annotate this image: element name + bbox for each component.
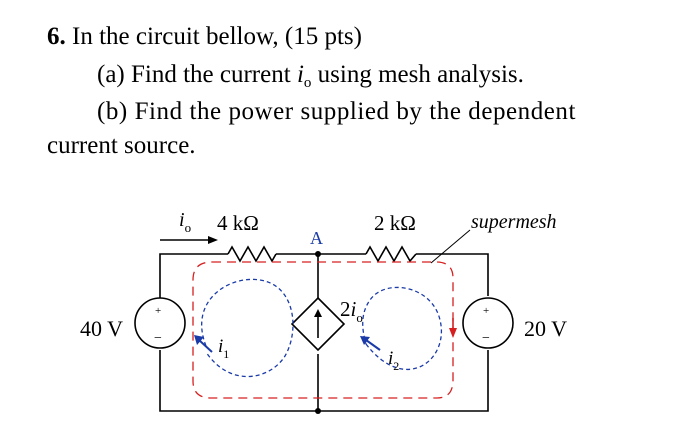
resistor-4k xyxy=(227,245,277,263)
supermesh-arrow xyxy=(449,318,457,338)
supermesh-loop xyxy=(192,261,454,399)
question-intro: In the circuit bellow, (15 pts) xyxy=(72,23,362,50)
mesh1-arrow xyxy=(194,335,213,353)
node-a-label: A xyxy=(310,228,323,248)
mesh2-loop xyxy=(362,286,443,370)
source-40v-label: 40 V xyxy=(80,316,123,341)
dependent-current-source xyxy=(290,296,346,352)
mesh1-loop xyxy=(201,278,294,378)
voltage-source-40v: + − xyxy=(134,297,186,349)
voltage-source-20v: + − xyxy=(462,297,514,349)
source-20v-label: 20 V xyxy=(524,316,567,341)
question-part-b: (b) Find the power supplied by the depen… xyxy=(97,98,576,125)
question-part-b-cont: current source. xyxy=(47,132,196,159)
node-bottom-dot xyxy=(315,408,321,414)
resistor-4k-label: 4 kΩ xyxy=(217,211,259,235)
mesh1-label: i1 xyxy=(218,336,229,361)
io-label: io xyxy=(179,209,191,235)
question-number: 6. xyxy=(47,23,66,50)
node-a-dot xyxy=(315,251,321,257)
resistor-2k xyxy=(365,245,417,263)
dependent-source-label: 2io xyxy=(340,297,363,325)
io-arrow xyxy=(160,236,218,244)
svg-text:−: − xyxy=(482,331,490,346)
mesh2-label: i2 xyxy=(388,348,399,373)
svg-text:+: + xyxy=(483,305,489,317)
svg-text:+: + xyxy=(155,305,161,317)
supermesh-label: supermesh xyxy=(471,211,557,233)
question-part-a: (a) Find the current io using mesh analy… xyxy=(97,61,524,91)
resistor-2k-label: 2 kΩ xyxy=(374,211,416,235)
supermesh-leader xyxy=(430,229,471,264)
svg-text:−: − xyxy=(154,331,162,346)
question-header: 6. In the circuit bellow, (15 pts) xyxy=(47,22,362,52)
mesh2-arrow xyxy=(360,336,381,351)
